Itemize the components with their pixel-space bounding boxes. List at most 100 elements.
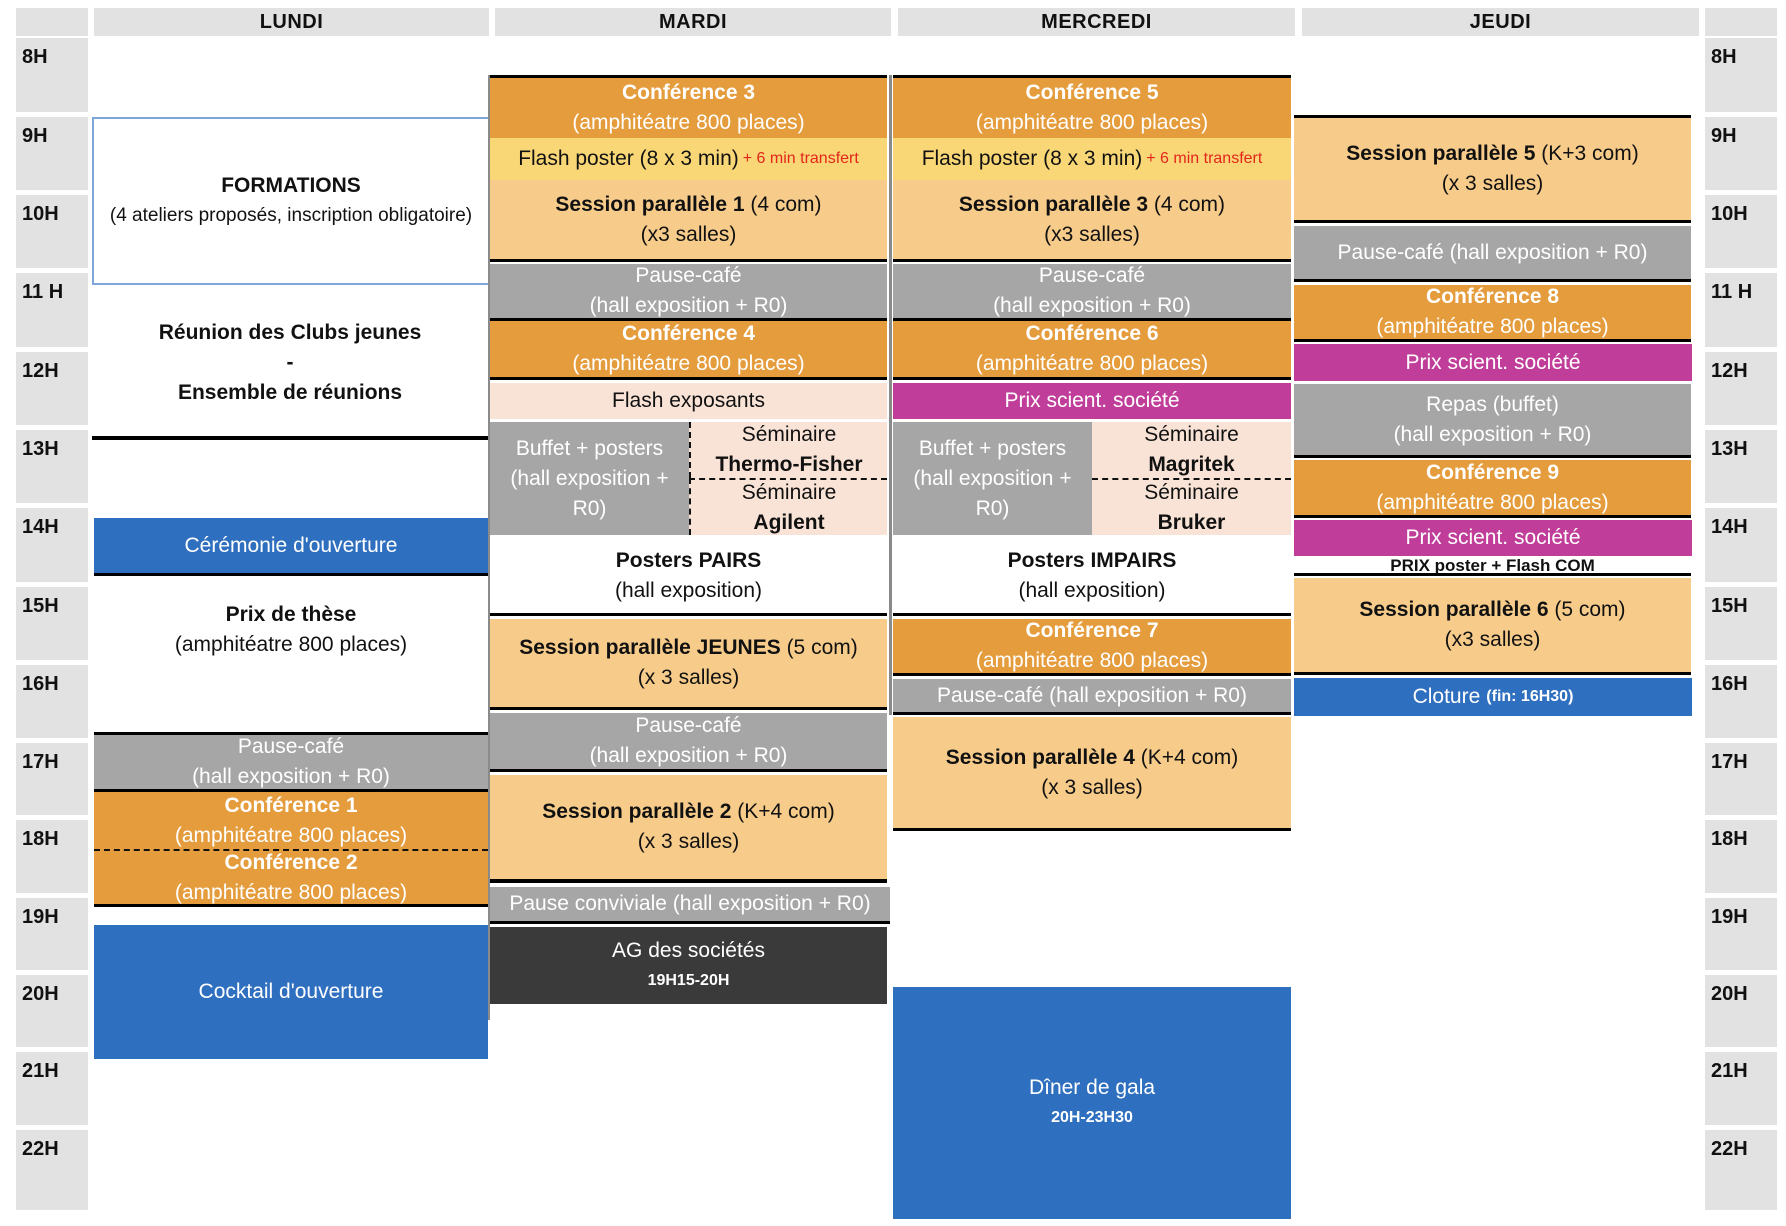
mercredi-prix-label: Prix scient. société xyxy=(1004,389,1180,412)
lundi-pause-line2: (hall exposition + R0) xyxy=(192,765,390,788)
hour-right-9: 17H xyxy=(1705,743,1777,815)
mercredi-gala-title: Dîner de gala xyxy=(1028,1076,1156,1099)
mercredi-sem1-label: Séminaire xyxy=(1144,423,1239,446)
hour-right-6: 14H xyxy=(1705,508,1777,582)
jeudi-conf8-sub: (amphitéatre 800 places) xyxy=(1376,315,1609,338)
lundi-conf2-sub: (amphitéatre 800 places) xyxy=(174,880,408,904)
mardi-posters-title: Posters PAIRS xyxy=(615,548,762,572)
jeudi-session-6: Session parallèle 6 (5 com) (x3 salles) xyxy=(1294,578,1691,675)
mardi-pause2-line2: (hall exposition + R0) xyxy=(589,744,788,767)
mardi-sp1-count: (4 com) xyxy=(750,192,822,216)
mardi-ag: AG des sociétés 19H15-20H xyxy=(490,927,887,1004)
hour-right-2: 10H xyxy=(1705,195,1777,268)
mercredi-posters-sub: (hall exposition) xyxy=(1018,578,1166,602)
lundi-reunion-line2: - xyxy=(286,351,294,374)
hour-right-8: 16H xyxy=(1705,665,1777,738)
mardi-sem2-name: Agilent xyxy=(753,510,825,534)
jeudi-repas-line1: Repas (buffet) xyxy=(1426,392,1559,416)
mercredi-sp4-count: (K+4 com) xyxy=(1140,745,1239,769)
mardi-pause-cafe: Pause-café (hall exposition + R0) xyxy=(490,264,887,321)
hour-left-10: 18H xyxy=(16,820,88,893)
mardi-sem2-label: Séminaire xyxy=(741,480,837,504)
lundi-ceremonie: Cérémonie d'ouverture xyxy=(94,518,488,576)
hour-left-3: 11 H xyxy=(16,273,88,347)
mardi-flash-poster: Flash poster (8 x 3 min) + 6 min transfe… xyxy=(490,138,887,180)
hour-right-0: 8H xyxy=(1705,38,1777,112)
mercredi-seminaire-1: Séminaire Magritek xyxy=(1092,422,1291,478)
mercredi-conf6-sub: (amphitéatre 800 places) xyxy=(975,352,1209,375)
lundi-conf2: Conférence 2 (amphitéatre 800 places) xyxy=(94,849,488,907)
lundi-pause-cafe: Pause-café (hall exposition + R0) xyxy=(94,732,488,792)
mardi-flash-main: Flash poster (8 x 3 min) xyxy=(518,147,739,170)
mercredi-flash-poster: Flash poster (8 x 3 min) + 6 min transfe… xyxy=(893,138,1291,180)
hour-right-12: 20H xyxy=(1705,975,1777,1047)
jeudi-conf9-sub: (amphitéatre 800 places) xyxy=(1376,490,1609,514)
mercredi-pause-line2: (hall exposition + R0) xyxy=(993,294,1191,317)
mercredi-sem1-name: Magritek xyxy=(1148,453,1235,476)
mercredi-sp3-title: Session parallèle 3 xyxy=(958,192,1149,216)
mercredi-session-3: Session parallèle 3 (4 com) (x3 salles) xyxy=(893,180,1291,262)
jeudi-sp6-count: (5 com) xyxy=(1554,598,1626,621)
jeudi-session-5: Session parallèle 5 (K+3 com) (x 3 salle… xyxy=(1294,115,1691,223)
mercredi-buffet-line3: R0) xyxy=(975,496,1010,520)
mardi-spj-sub: (x 3 salles) xyxy=(637,666,740,689)
hour-left-5: 13H xyxy=(16,430,88,503)
jeudi-cloture: Cloture (fin: 16H30) xyxy=(1294,678,1692,716)
mardi-spj-count: (5 com) xyxy=(786,636,858,659)
jeudi-sp5-sub: (x 3 salles) xyxy=(1441,172,1544,195)
lundi-reunion-line1: Réunion des Clubs jeunes xyxy=(158,321,422,344)
hour-left-1: 9H xyxy=(16,117,88,190)
mardi-sp1-sub: (x3 salles) xyxy=(640,222,737,246)
jeudi-sp5-count: (K+3 com) xyxy=(1541,142,1639,165)
mercredi-session-4: Session parallèle 4 (K+4 com) (x 3 salle… xyxy=(893,717,1291,831)
mercredi-sp4-sub: (x 3 salles) xyxy=(1041,775,1143,799)
jeudi-prix2-label: Prix scient. société xyxy=(1405,526,1581,549)
lundi-conf2-title: Conférence 2 xyxy=(224,850,358,874)
mardi-sem1-name: Thermo-Fisher xyxy=(715,453,863,476)
mardi-pause2-line1: Pause-café xyxy=(635,714,742,737)
mercredi-flash-extra: + 6 min transfert xyxy=(1146,150,1263,167)
mercredi-posters-title: Posters IMPAIRS xyxy=(1007,548,1177,572)
hour-right-1: 9H xyxy=(1705,117,1777,190)
mercredi-conf7: Conférence 7 (amphitéatre 800 places) xyxy=(893,619,1291,676)
hour-left-2: 10H xyxy=(16,195,88,268)
jeudi-conf9: Conférence 9 (amphitéatre 800 places) xyxy=(1294,460,1691,518)
mardi-buffet-line3: R0) xyxy=(572,496,607,520)
mercredi-pause-line1: Pause-café xyxy=(1038,264,1146,287)
mercredi-buffet-line2: (hall exposition + xyxy=(913,466,1072,490)
mercredi-seminaire-2: Séminaire Bruker xyxy=(1092,478,1291,535)
hour-left-8: 16H xyxy=(16,665,88,738)
mercredi-sp4-title: Session parallèle 4 xyxy=(945,745,1135,769)
jeudi-pause-cafe: Pause-café (hall exposition + R0) xyxy=(1294,226,1691,282)
mardi-sp2-sub: (x 3 salles) xyxy=(637,830,740,853)
jeudi-conf8: Conférence 8 (amphitéatre 800 places) xyxy=(1294,285,1691,342)
mercredi-sp3-count: (4 com) xyxy=(1153,192,1226,216)
lundi-ceremonie-label: Cérémonie d'ouverture xyxy=(184,533,398,557)
jeudi-prix-scient-2: Prix scient. société xyxy=(1294,520,1692,556)
mercredi-buffet: Buffet + posters (hall exposition + R0) xyxy=(893,422,1092,535)
day-header-jeudi: JEUDI xyxy=(1302,8,1699,36)
mercredi-left-border xyxy=(889,75,892,715)
jeudi-cloture-note: (fin: 16H30) xyxy=(1486,688,1574,705)
mercredi-flash-main: Flash poster (8 x 3 min) xyxy=(921,147,1143,170)
lundi-conf1-sub: (amphitéatre 800 places) xyxy=(174,823,408,847)
mardi-conf3-sub: (amphitéatre 800 places) xyxy=(572,111,805,134)
hour-left-7: 15H xyxy=(16,587,88,660)
mercredi-posters: Posters IMPAIRS (hall exposition) xyxy=(893,538,1291,616)
jeudi-prix-poster-label: PRIX poster + Flash COM xyxy=(1390,558,1595,575)
mardi-sp1-title: Session parallèle 1 xyxy=(555,192,745,216)
mercredi-sem2-name: Bruker xyxy=(1157,510,1226,534)
mardi-pause-line2: (hall exposition + R0) xyxy=(589,294,788,317)
hour-left-0: 8H xyxy=(16,38,88,112)
mercredi-pause2-label: Pause-café (hall exposition + R0) xyxy=(937,683,1247,707)
hour-left-4: 12H xyxy=(16,352,88,425)
mercredi-sp3-sub: (x3 salles) xyxy=(1044,222,1140,246)
lundi-conf1-title: Conférence 1 xyxy=(224,793,358,817)
mardi-pause-line1: Pause-café xyxy=(635,264,742,287)
lundi-cocktail-label: Cocktail d'ouverture xyxy=(198,980,384,1003)
mardi-flash-exposants: Flash exposants xyxy=(490,383,887,419)
lundi-prix-these-title: Prix de thèse xyxy=(225,603,357,626)
mardi-conf3-title: Conférence 3 xyxy=(621,81,756,104)
lundi-pause-line1: Pause-café xyxy=(237,735,345,758)
